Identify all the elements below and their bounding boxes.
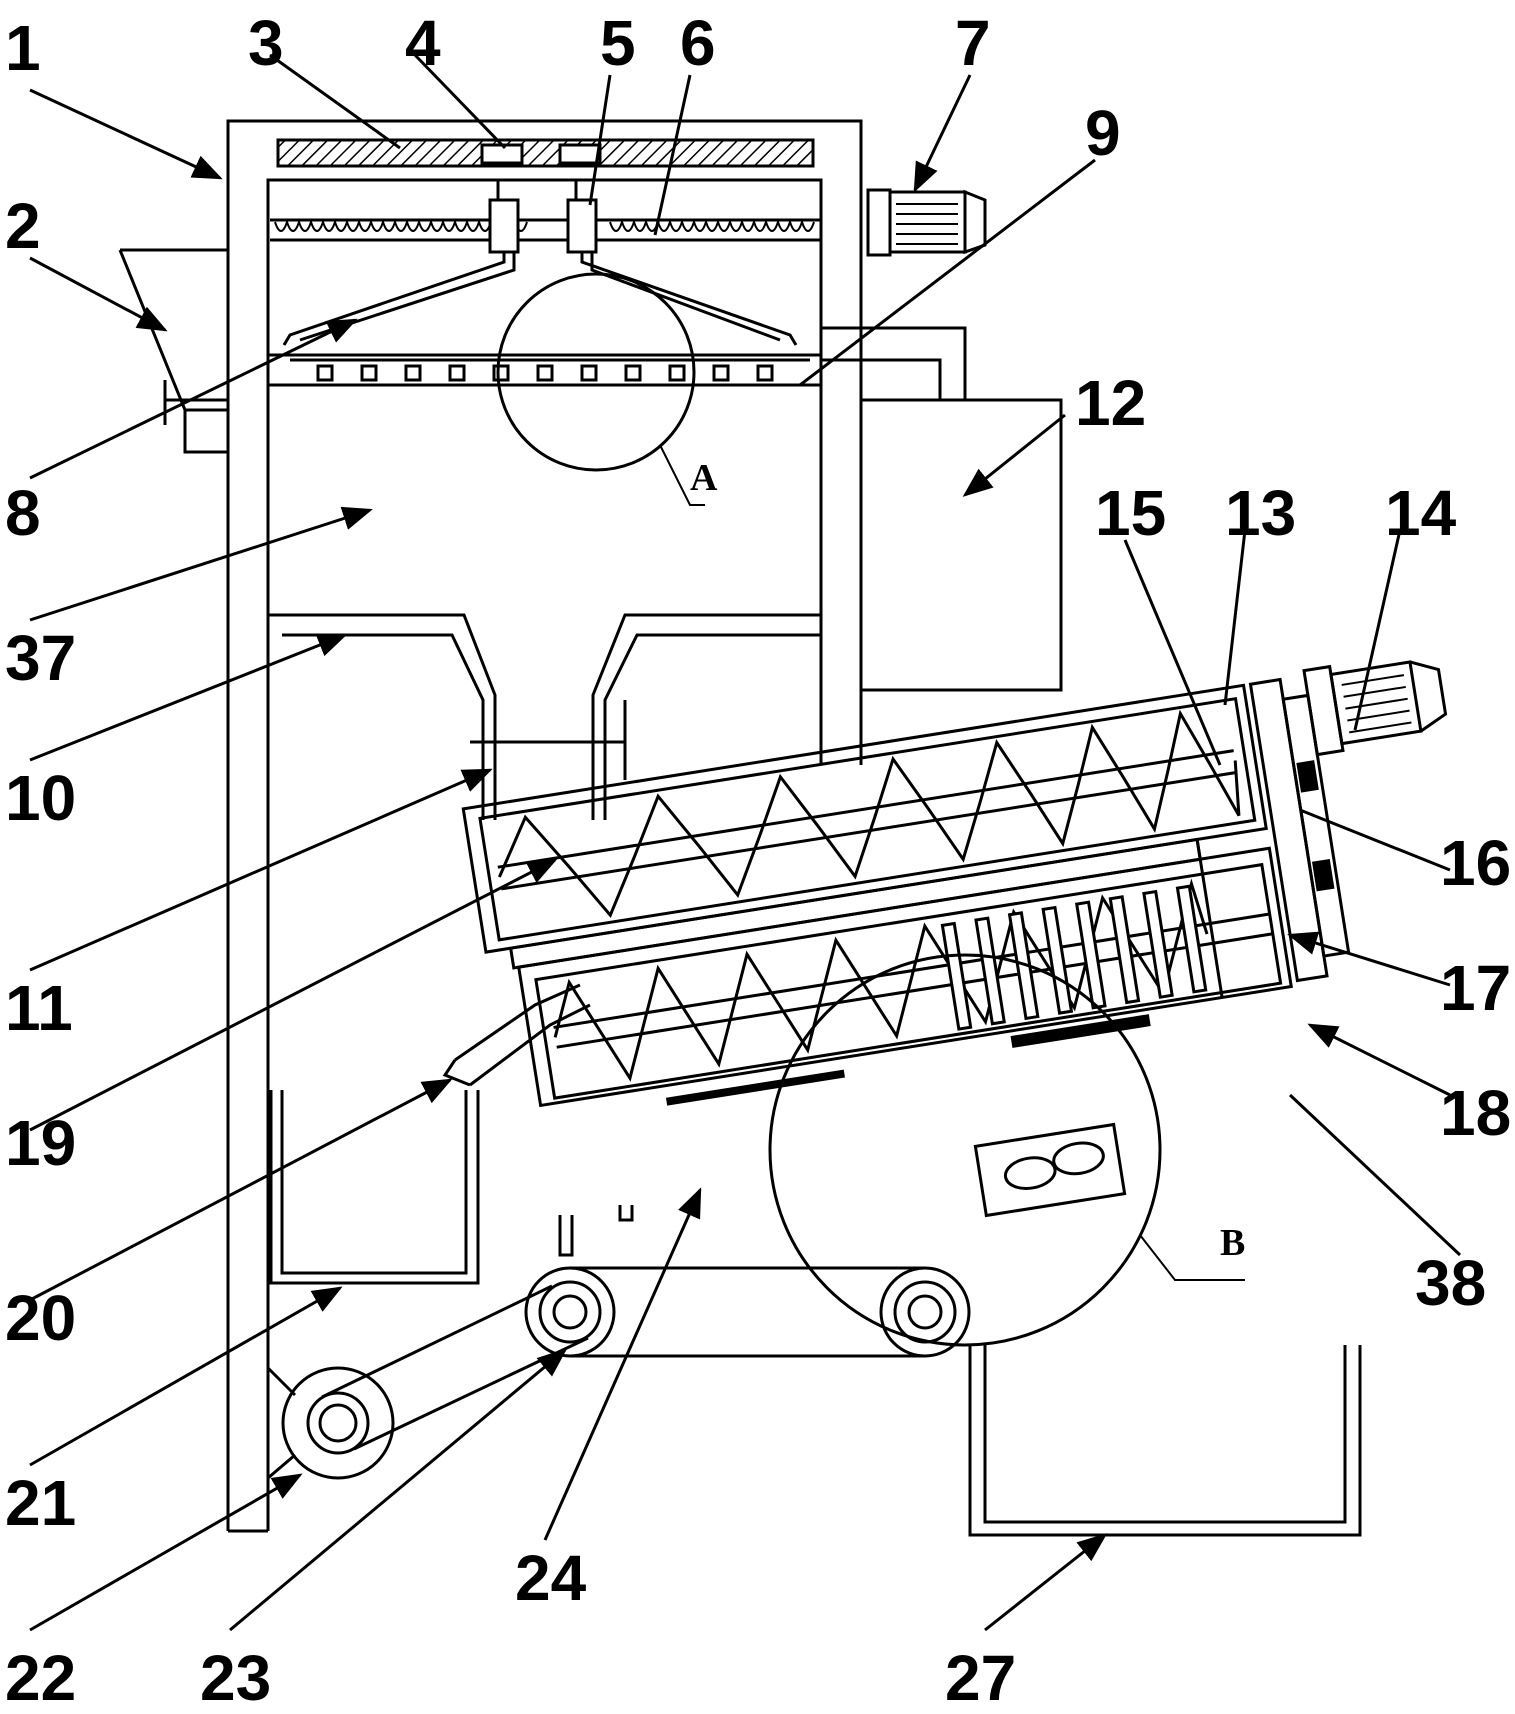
screen-tooth <box>712 364 730 382</box>
conveyor-legs <box>558 1205 634 1257</box>
screen-tooth <box>404 364 422 382</box>
label-24: 24 <box>515 1542 587 1614</box>
label-6: 6 <box>680 7 716 79</box>
label-22: 22 <box>5 1642 76 1714</box>
screw-conveyor <box>461 660 1448 1108</box>
label-5: 5 <box>600 7 636 79</box>
stirring-bar <box>974 916 1006 1026</box>
screen-tooth <box>316 364 334 382</box>
label-27: 27 <box>945 1642 1016 1714</box>
label-9: 9 <box>1085 97 1121 169</box>
side-tank <box>821 326 1063 692</box>
screen-plate <box>268 353 821 387</box>
chute <box>442 983 591 1087</box>
screen-tooth <box>668 364 686 382</box>
funnel <box>268 613 821 820</box>
label-23: 23 <box>200 1642 271 1714</box>
label-8: 8 <box>5 477 41 549</box>
label-38: 38 <box>1415 1247 1486 1319</box>
screen-tooth <box>580 364 598 382</box>
detail-label-a: A <box>690 457 718 499</box>
label-2: 2 <box>5 190 41 262</box>
top-motor <box>866 188 987 257</box>
detail-label-b: B <box>1220 1222 1245 1264</box>
screen-tooth <box>624 364 642 382</box>
stirring-bar <box>1108 895 1141 1005</box>
screen-tooth <box>360 364 378 382</box>
belt-drive <box>266 1266 971 1480</box>
label-17: 17 <box>1440 952 1511 1024</box>
part-labels: 1 2 3 4 5 6 7 8 9 10 11 12 13 14 15 16 1… <box>5 7 1511 1714</box>
label-15: 15 <box>1095 477 1166 549</box>
label-4: 4 <box>405 7 441 79</box>
label-3: 3 <box>248 7 284 79</box>
label-10: 10 <box>5 762 76 834</box>
stirring-bar <box>1142 889 1174 999</box>
label-7: 7 <box>955 7 991 79</box>
label-37: 37 <box>5 622 76 694</box>
label-13: 13 <box>1225 477 1296 549</box>
screen-tooth <box>448 364 466 382</box>
fan-box <box>973 1122 1127 1218</box>
feed-inlet <box>118 248 228 454</box>
top-plate <box>276 138 815 168</box>
label-1: 1 <box>5 12 41 84</box>
label-20: 20 <box>5 1282 76 1354</box>
label-19: 19 <box>5 1107 76 1179</box>
label-14: 14 <box>1385 477 1457 549</box>
label-12: 12 <box>1075 367 1146 439</box>
screen-tooth <box>756 364 774 382</box>
label-16: 16 <box>1440 827 1511 899</box>
stirring-bar <box>1007 911 1040 1021</box>
screen-tooth <box>536 364 554 382</box>
detail-circle-b <box>768 953 1245 1347</box>
label-21: 21 <box>5 1467 76 1539</box>
leader-lines <box>29 53 1462 1632</box>
stirring-bar <box>1175 884 1208 994</box>
screen-tooth <box>492 364 510 382</box>
stirring-bar <box>940 921 973 1031</box>
stirring-bar <box>1041 905 1074 1015</box>
lead-screw <box>270 218 820 242</box>
nut-blocks <box>282 180 798 346</box>
collection-box <box>269 1090 480 1285</box>
detail-circle-a <box>496 272 705 506</box>
label-11: 11 <box>5 972 73 1044</box>
label-18: 18 <box>1440 1077 1511 1149</box>
bottom-bin <box>968 1345 1362 1537</box>
